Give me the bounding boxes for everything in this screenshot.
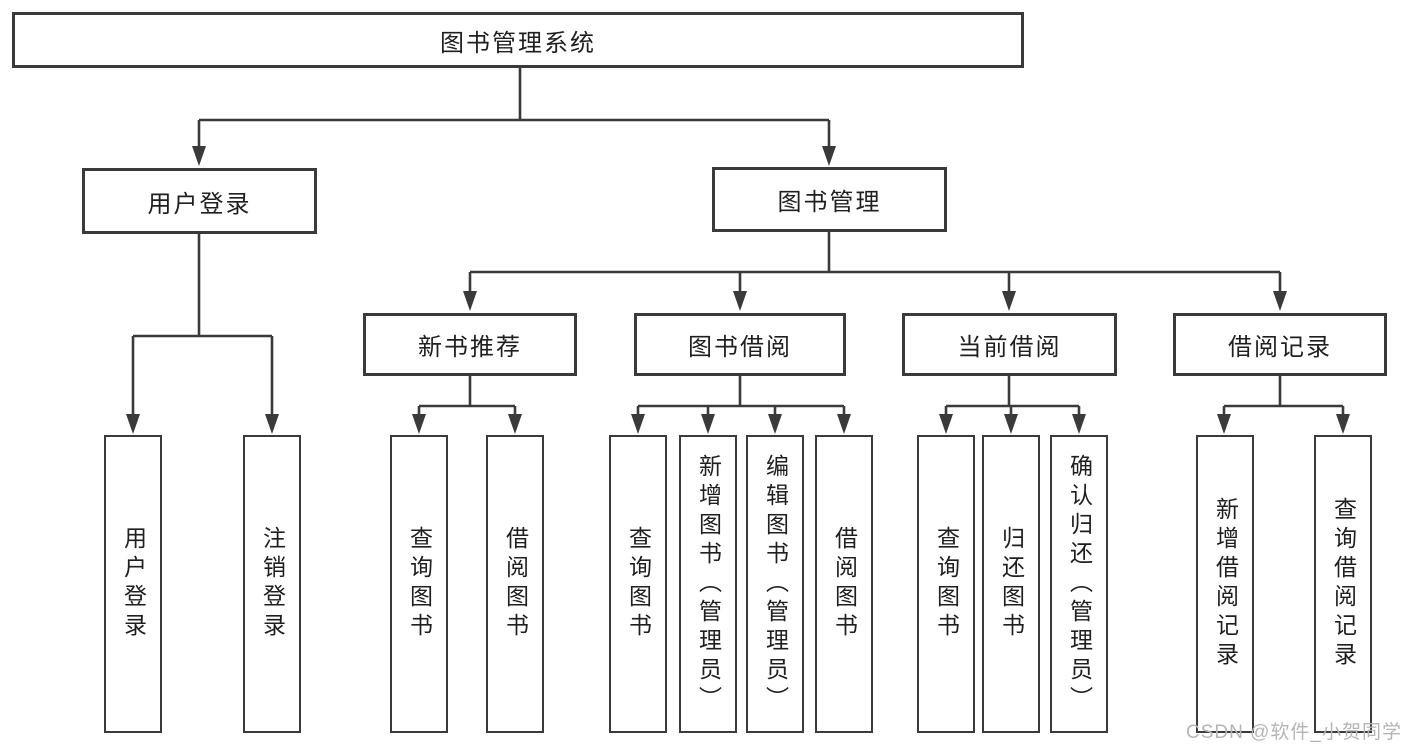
node-book-borrowing: 图书借阅 [634,313,846,376]
leaf-query-borrow-record: 查询借阅记录 [1314,435,1372,733]
node-book-management: 图书管理 [712,167,947,232]
node-book-borrowing-label: 图书借阅 [688,334,792,361]
node-current-borrowing: 当前借阅 [902,313,1117,376]
leaf-recommend-query-books-label: 查询图书 [406,526,433,642]
leaf-add-books-admin-label: 新增图书（管理员） [695,453,722,715]
csdn-watermark: CSDN @软件_小贺同学 [1186,722,1402,743]
leaf-logout-label: 注销登录 [259,526,286,642]
leaf-recommend-borrow-books-label: 借阅图书 [502,526,529,642]
leaf-recommend-query-books: 查询图书 [390,435,448,733]
leaf-edit-books-admin: 编辑图书（管理员） [746,435,804,733]
leaf-recommend-borrow-books: 借阅图书 [486,435,544,733]
node-borrowing-records: 借阅记录 [1173,313,1387,376]
leaf-user-login-label: 用户登录 [120,526,147,642]
leaf-current-query-books-label: 查询图书 [933,526,960,642]
leaf-add-books-admin: 新增图书（管理员） [679,435,737,733]
leaf-user-login: 用户登录 [104,435,162,733]
leaf-borrowing-borrow-books: 借阅图书 [815,435,873,733]
leaf-borrowing-query-books: 查询图书 [609,435,667,733]
node-new-book-recommend-label: 新书推荐 [418,334,522,361]
node-current-borrowing-label: 当前借阅 [957,334,1062,361]
leaf-borrowing-borrow-books-label: 借阅图书 [831,526,858,642]
node-book-management-label: 图书管理 [777,189,882,216]
node-library-system: 图书管理系统 [12,12,1024,68]
node-user-login-label: 用户登录 [147,190,252,218]
leaf-return-books: 归还图书 [982,435,1040,733]
leaf-logout: 注销登录 [243,435,301,733]
leaf-confirm-return-admin-label: 确认归还（管理员） [1066,453,1093,715]
node-user-login: 用户登录 [82,168,317,234]
leaf-return-books-label: 归还图书 [998,526,1025,642]
leaf-add-borrow-record-label: 新增借阅记录 [1212,497,1239,671]
leaf-query-borrow-record-label: 查询借阅记录 [1330,497,1357,671]
node-borrowing-records-label: 借阅记录 [1228,334,1332,361]
leaf-borrowing-query-books-label: 查询图书 [625,526,652,642]
node-library-system-label: 图书管理系统 [440,29,596,57]
leaf-edit-books-admin-label: 编辑图书（管理员） [762,453,789,715]
leaf-add-borrow-record: 新增借阅记录 [1196,435,1254,733]
leaf-current-query-books: 查询图书 [917,435,975,733]
leaf-confirm-return-admin: 确认归还（管理员） [1050,435,1108,733]
node-new-book-recommend: 新书推荐 [363,313,577,376]
